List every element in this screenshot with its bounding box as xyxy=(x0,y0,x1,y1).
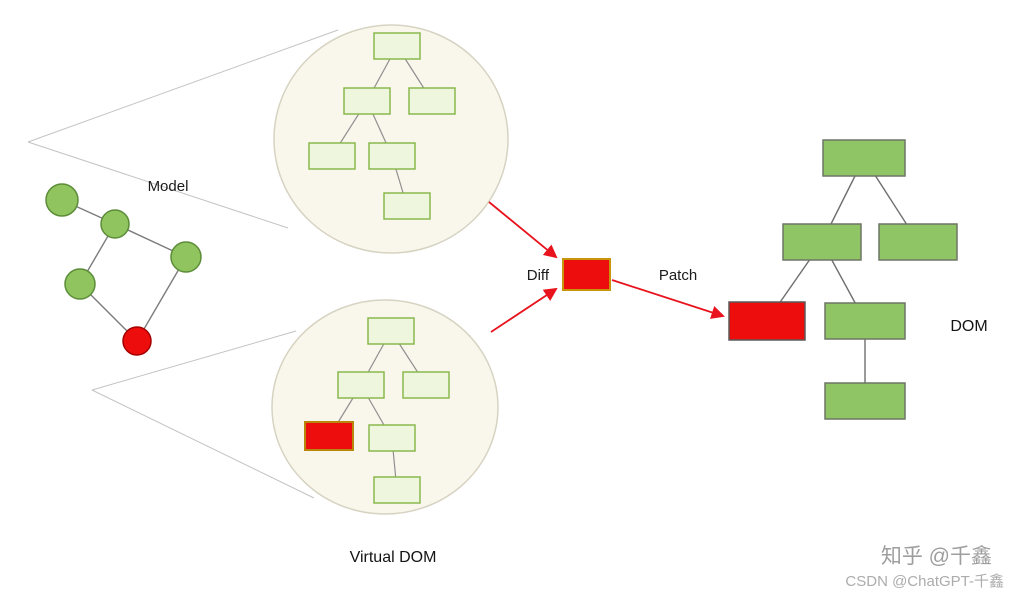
model-graph xyxy=(45,183,202,356)
dom-node xyxy=(824,382,906,420)
dom-node xyxy=(822,139,906,177)
diff-arrow-new xyxy=(490,287,558,333)
dom-node xyxy=(824,302,906,340)
projection-line xyxy=(91,389,315,499)
diff-patch-arrows xyxy=(488,201,725,333)
projection-line xyxy=(27,29,339,143)
virtual-dom-label: Virtual DOM xyxy=(350,549,437,566)
vdom-changed-node xyxy=(304,421,354,451)
virtual-dom-old-tree xyxy=(273,24,509,254)
projection-line xyxy=(27,141,289,229)
vdom-node xyxy=(373,32,421,60)
diff-arrow-old xyxy=(488,201,558,259)
vdom-node xyxy=(343,87,391,115)
virtual-dom-new-tree xyxy=(271,299,499,515)
vdom-node xyxy=(368,142,416,170)
vdom-node xyxy=(337,371,385,399)
model-node xyxy=(45,183,79,217)
model-node xyxy=(64,268,96,300)
vdom-node xyxy=(408,87,456,115)
dom-node xyxy=(878,223,958,261)
diff-label: Diff xyxy=(527,267,550,284)
watermark-csdn: CSDN @ChatGPT-千鑫 xyxy=(845,572,1004,590)
vdom-node xyxy=(373,476,421,504)
snapshot-circle xyxy=(273,24,509,254)
vdom-node xyxy=(368,424,416,452)
vdom-node xyxy=(308,142,356,170)
model-changed-node xyxy=(122,326,152,356)
dom-node xyxy=(782,223,862,261)
model-edge xyxy=(136,256,187,342)
diff-result-node xyxy=(562,258,611,291)
projection-line xyxy=(91,330,297,391)
vdom-node xyxy=(402,371,450,399)
dom-patched-node xyxy=(728,301,806,341)
dom-label: DOM xyxy=(950,318,987,335)
model-node xyxy=(170,241,202,273)
patch-label: Patch xyxy=(659,267,697,284)
model-label: Model xyxy=(148,178,189,195)
watermark-zhihu: 知乎 @千鑫 xyxy=(881,545,992,568)
vdom-node xyxy=(383,192,431,220)
projection-lines xyxy=(27,29,339,499)
dom-tree xyxy=(728,139,958,420)
vdom-node xyxy=(367,317,415,345)
model-node xyxy=(100,209,130,239)
patch-arrow xyxy=(611,279,725,319)
snapshot-circle xyxy=(271,299,499,515)
